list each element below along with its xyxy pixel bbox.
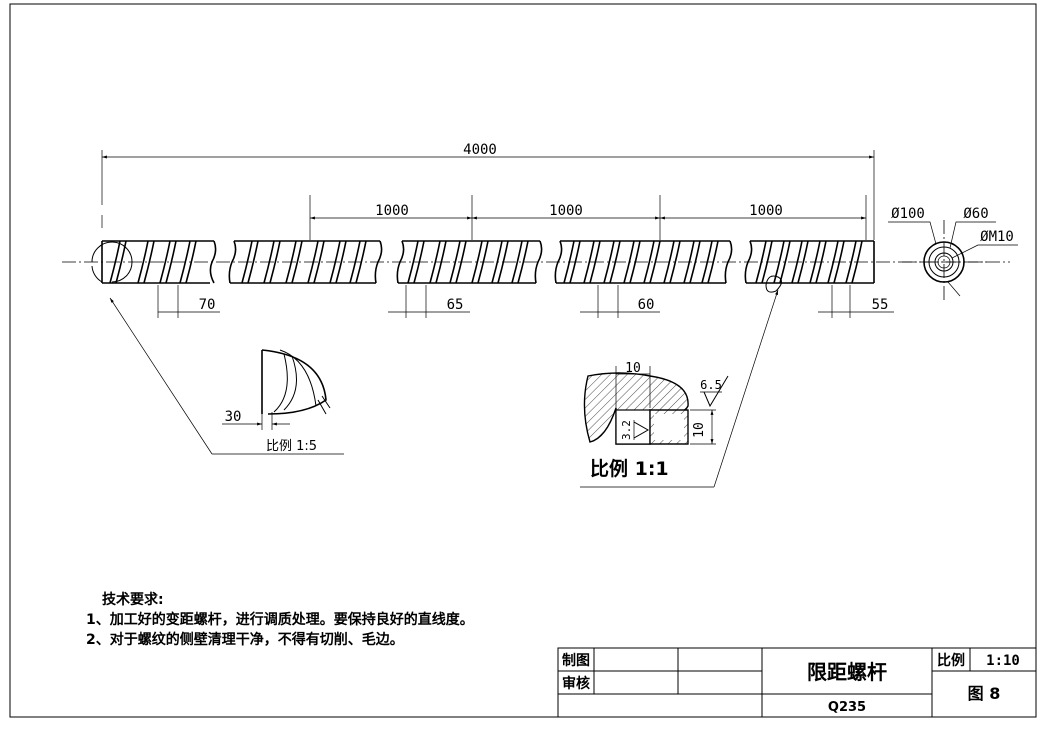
dim-lead-1: 70	[199, 297, 216, 313]
detail-a-marker	[91, 241, 133, 283]
detail-b-marker	[765, 275, 782, 293]
detail-b-width: 10	[625, 361, 641, 376]
detail-b-roughness-side: 3.2	[620, 420, 633, 440]
dim-dia-thread: ØM10	[980, 229, 1014, 245]
dim-leads: 70 65 60 55	[157, 285, 894, 318]
dim-total: 4000	[101, 142, 875, 240]
screw-segment-4	[554, 240, 733, 284]
dim-lead-4: 55	[872, 297, 889, 313]
detail-a-scale: 比例 1:5	[266, 439, 317, 454]
dim-pitches: 1000 1000 1000	[309, 195, 867, 240]
screw-segment-3	[396, 240, 543, 284]
tb-scale-label: 比例	[937, 652, 965, 669]
dim-total-label: 4000	[463, 142, 497, 158]
detail-b-scale: 比例 1:1	[590, 457, 669, 480]
screw-segment-1	[101, 240, 217, 284]
detail-b-height: 10	[692, 422, 707, 438]
notes-line-1: 1、加工好的变距螺杆，进行调质处理。要保持良好的直线度。	[86, 611, 474, 628]
dim-lead-2: 65	[447, 297, 464, 313]
dim-pitch-2: 1000	[549, 203, 583, 219]
notes-heading: 技术要求:	[102, 591, 164, 608]
end-view: Ø100 Ø60 ØM10	[888, 206, 1018, 300]
tb-figure: 图 8	[968, 684, 1001, 703]
tb-material: Q235	[828, 700, 866, 715]
detail-a: 30 比例 1:5	[109, 297, 344, 455]
dim-dia-inner: Ø60	[963, 206, 988, 222]
tb-scale-value: 1:10	[986, 653, 1020, 669]
screw-segment-2	[228, 240, 383, 284]
detail-b-roughness-top: 6.5	[700, 378, 722, 392]
title-block: 制图 审核 限距螺杆 Q235 比例 1:10 图 8	[557, 647, 1037, 718]
tb-drawn-label: 制图	[562, 652, 590, 669]
notes-line-2: 2、对于螺纹的侧壁清理干净，不得有切削、毛边。	[86, 631, 404, 648]
dim-pitch-1: 1000	[375, 203, 409, 219]
dim-pitch-3: 1000	[749, 203, 783, 219]
detail-a-dim: 30	[225, 409, 242, 425]
dim-dia-outer: Ø100	[891, 206, 925, 222]
drawing-border	[9, 3, 1037, 718]
screw-main-view	[62, 240, 1010, 293]
technical-notes: 技术要求: 1、加工好的变距螺杆，进行调质处理。要保持良好的直线度。 2、对于螺…	[86, 591, 474, 648]
dim-lead-3: 60	[638, 297, 655, 313]
tb-part-name: 限距螺杆	[807, 660, 887, 684]
detail-b: 10 10 6.5 3.2 比例 1:1	[580, 289, 779, 488]
tb-check-label: 审核	[562, 675, 590, 692]
